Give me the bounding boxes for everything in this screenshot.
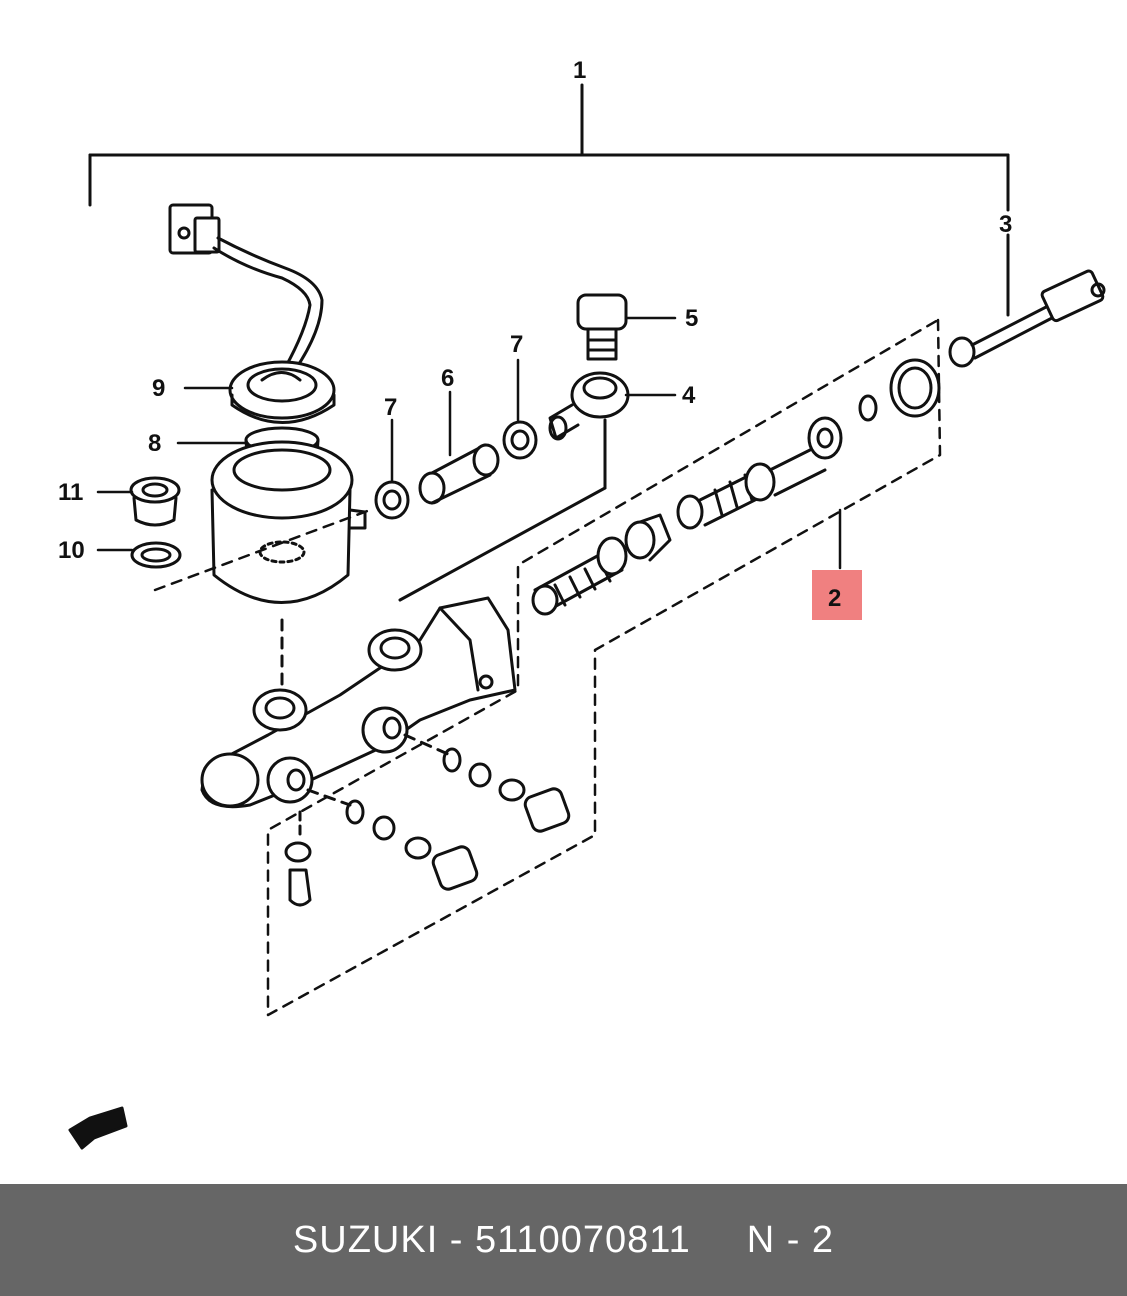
callout-9: 9 bbox=[152, 375, 165, 402]
footer-bar: SUZUKI - 5110070811 N - 2 bbox=[0, 1184, 1127, 1296]
outlet-fitting-lower bbox=[284, 788, 479, 907]
callout-highlight bbox=[812, 570, 862, 620]
clamp-lower bbox=[374, 480, 410, 520]
hose-union bbox=[398, 371, 630, 602]
push-rod bbox=[948, 269, 1106, 368]
callout-4: 4 bbox=[682, 382, 696, 409]
snap-ring bbox=[858, 394, 878, 422]
reservoir-cap bbox=[228, 360, 336, 424]
reservoir bbox=[210, 440, 367, 692]
front-arrow-icon bbox=[68, 1106, 128, 1150]
master-cylinder-body bbox=[200, 596, 517, 809]
level-sensor-connector bbox=[168, 203, 324, 372]
secondary-piston bbox=[624, 416, 843, 562]
leader-lines bbox=[96, 316, 677, 552]
outlet-fitting-upper bbox=[403, 733, 571, 833]
union-bolt bbox=[576, 293, 628, 361]
callout-1: 1 bbox=[573, 57, 586, 84]
callout-7-lower: 7 bbox=[384, 394, 397, 421]
repair-kit-outline bbox=[153, 318, 942, 1017]
callout-6: 6 bbox=[441, 365, 454, 392]
callout-7-upper: 7 bbox=[510, 331, 523, 358]
clamp-upper bbox=[502, 420, 538, 460]
brand-part-number: SUZUKI - 5110070811 bbox=[292, 1218, 691, 1261]
diagram-position: N - 2 bbox=[746, 1218, 835, 1261]
callout-5: 5 bbox=[685, 305, 698, 332]
reservoir-grommet bbox=[130, 541, 182, 569]
callout-2: 2 bbox=[828, 585, 841, 612]
hose bbox=[418, 443, 500, 505]
parts-diagram: 1 2 3 4 5 6 7 7 8 9 10 11 bbox=[58, 57, 1106, 1150]
reservoir-bushing bbox=[129, 476, 181, 527]
assembly-bracket bbox=[88, 83, 1010, 317]
callout-11: 11 bbox=[58, 479, 83, 506]
callout-8: 8 bbox=[148, 430, 161, 457]
primary-spring bbox=[531, 536, 628, 616]
callout-3: 3 bbox=[999, 211, 1012, 238]
boot bbox=[889, 358, 941, 418]
callout-10: 10 bbox=[58, 537, 85, 564]
